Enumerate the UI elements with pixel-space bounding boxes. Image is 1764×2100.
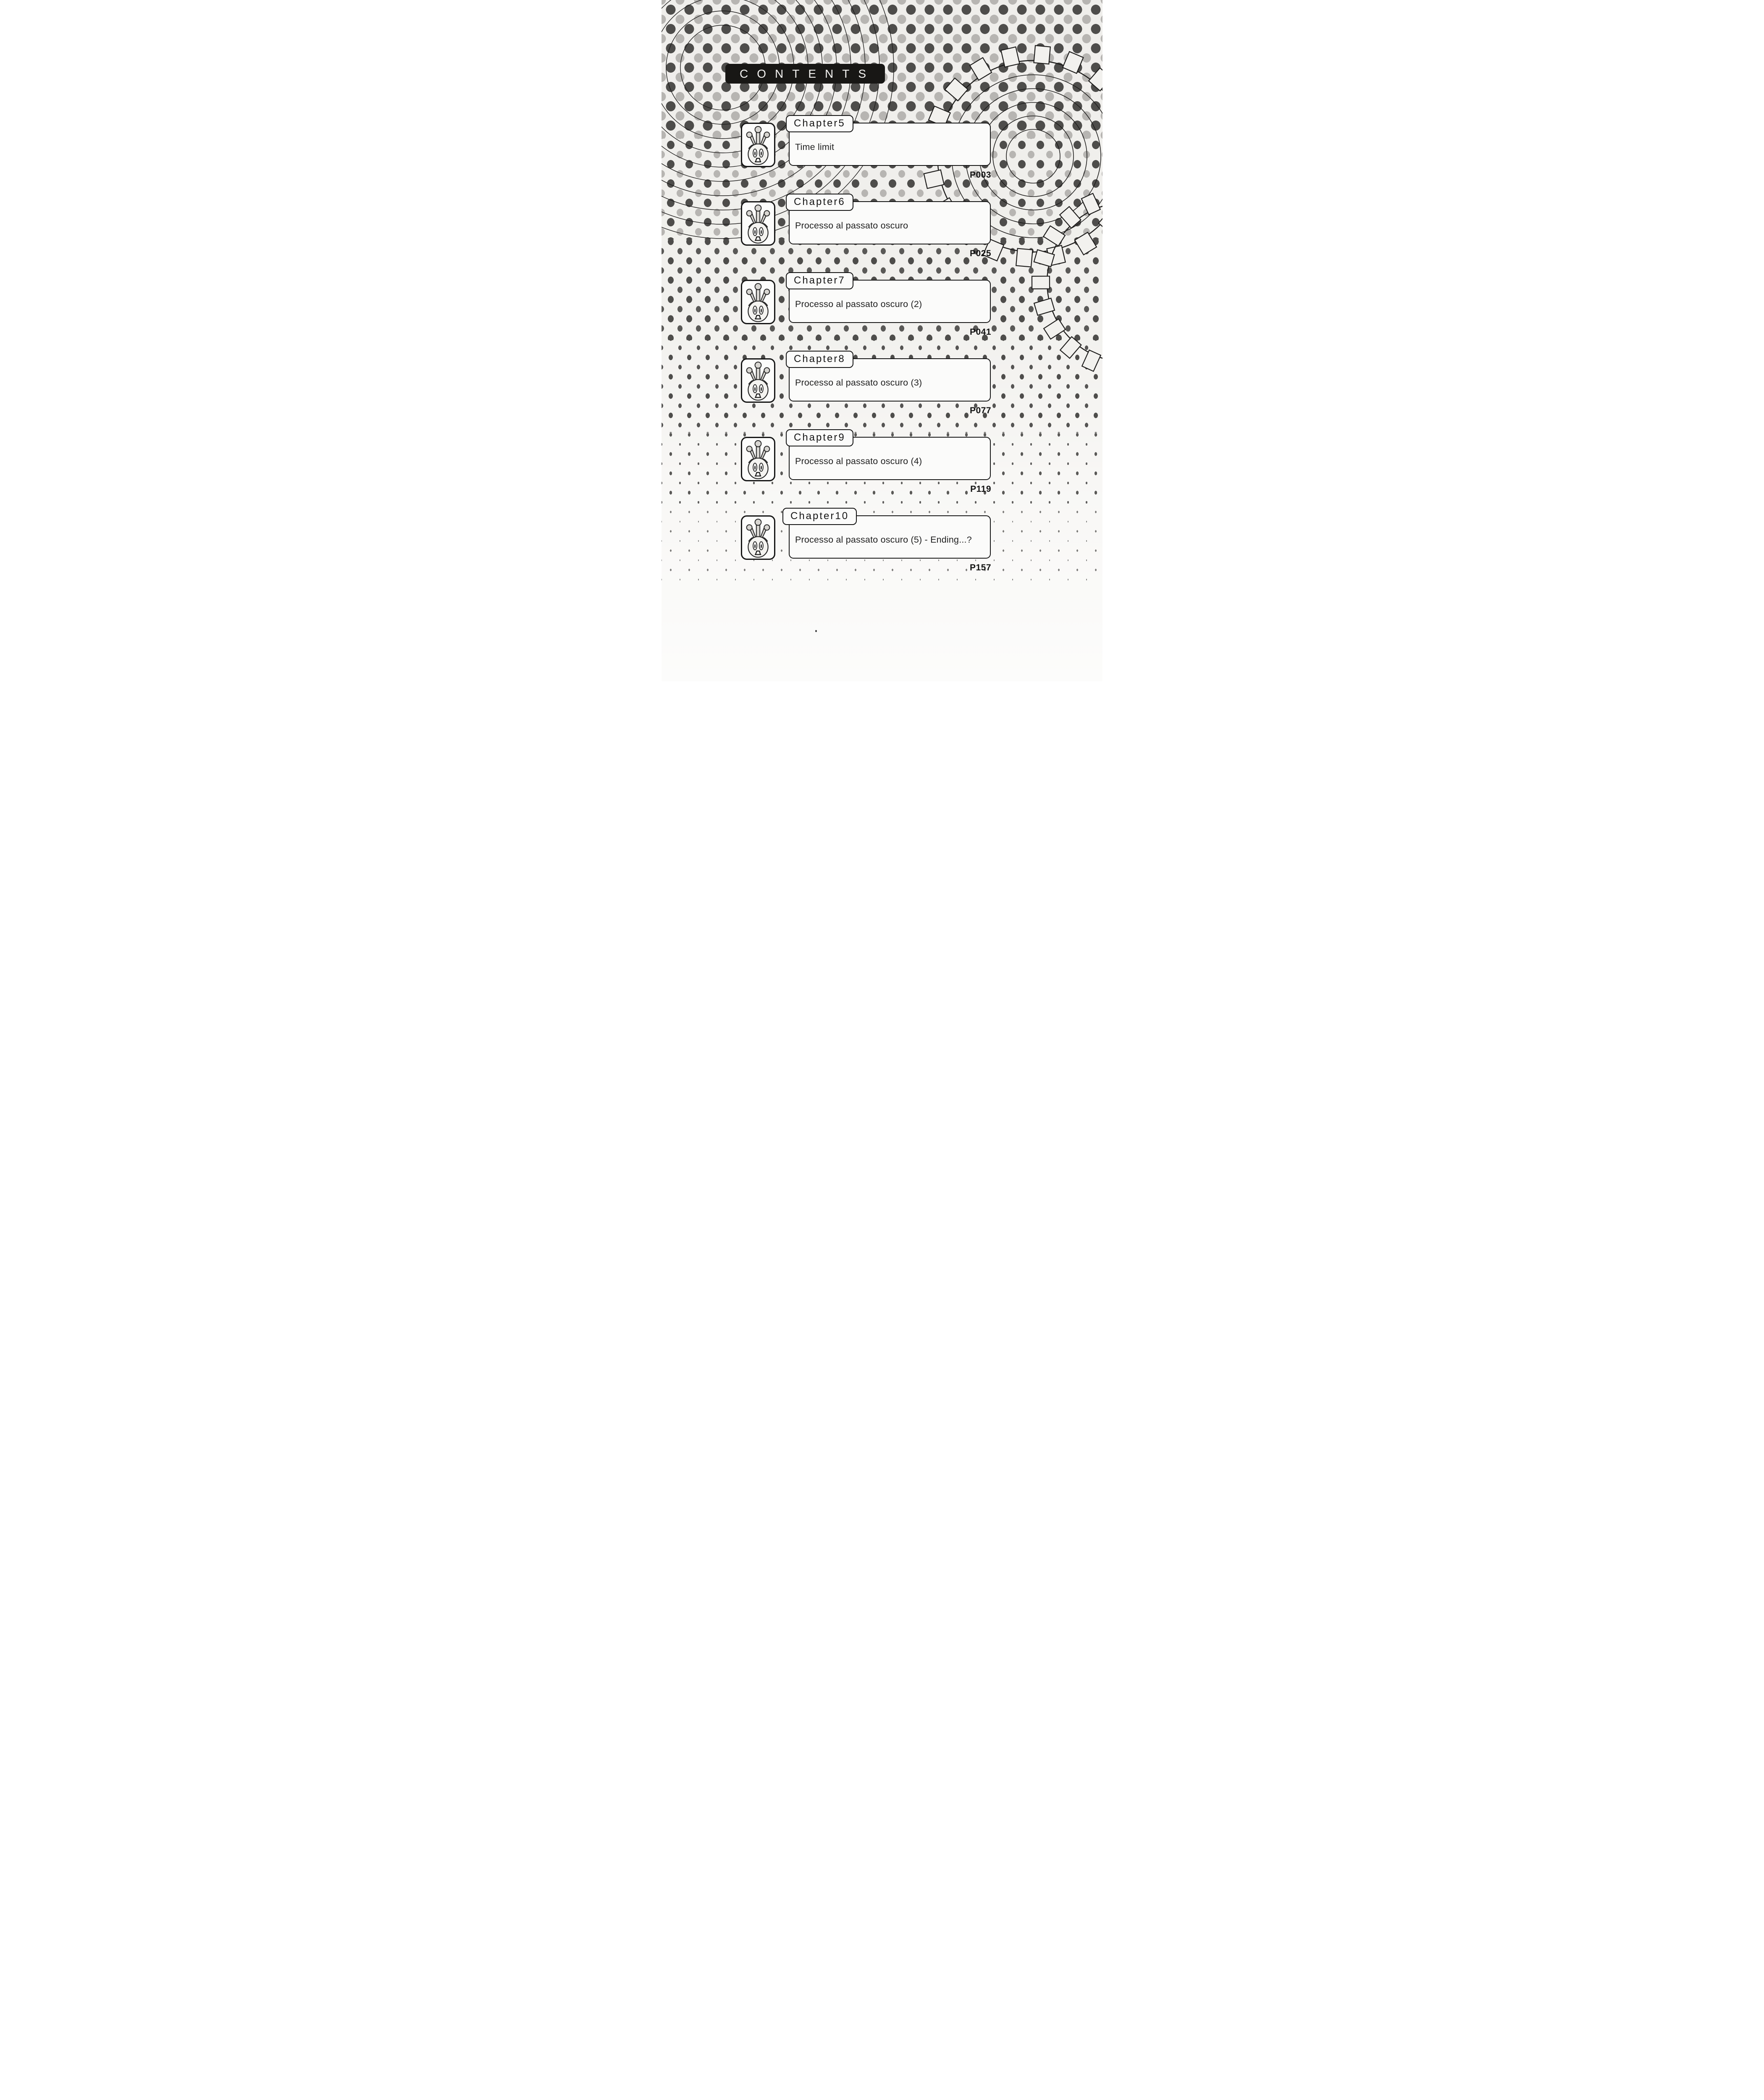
chapter-tab: Chapter9 (786, 429, 853, 446)
chapter-title: Time limit (795, 142, 835, 152)
chapter-tab: Chapter7 (786, 272, 853, 289)
crown-face-icon (746, 126, 770, 165)
chapter-tab: Chapter8 (786, 351, 853, 368)
chapter-title: Processo al passato oscuro (2) (795, 299, 922, 309)
page-title: CONTENTS (725, 64, 885, 84)
chapter-page-number: P119 (970, 484, 991, 494)
chapter-page-number: P025 (969, 249, 991, 258)
chapter-icon-box (741, 280, 775, 324)
crown-face-icon (746, 204, 770, 244)
chapter-page-number: P003 (969, 170, 991, 180)
chapter-title: Processo al passato oscuro (5) - Ending.… (795, 535, 972, 545)
crown-face-icon (746, 283, 770, 322)
chapter-page-number: P077 (969, 406, 991, 415)
chapter-icon-box (741, 201, 775, 246)
contents-page: CONTENTS Time limit Chapter5 P003 (662, 0, 1102, 681)
chapter-icon-box (741, 123, 775, 167)
background-lineart (662, 0, 1102, 372)
chapter-page-number: P041 (969, 327, 991, 337)
chapter-title: Processo al passato oscuro (4) (795, 456, 922, 466)
chapter-page-number: P157 (969, 563, 991, 572)
chapter-title: Processo al passato oscuro (3) (795, 378, 922, 388)
chapter-icon-box (741, 437, 775, 481)
crown-face-icon (746, 361, 770, 401)
chapter-title: Processo al passato oscuro (795, 220, 908, 231)
chapter-tab: Chapter5 (786, 115, 853, 132)
chapter-icon-box (741, 358, 775, 403)
crown-face-icon (746, 518, 770, 558)
stray-mark (815, 630, 817, 632)
crown-face-icon (746, 440, 770, 479)
chapter-icon-box (741, 515, 775, 560)
chapter-tab: Chapter6 (786, 194, 853, 211)
chapter-tab: Chapter10 (782, 508, 857, 525)
